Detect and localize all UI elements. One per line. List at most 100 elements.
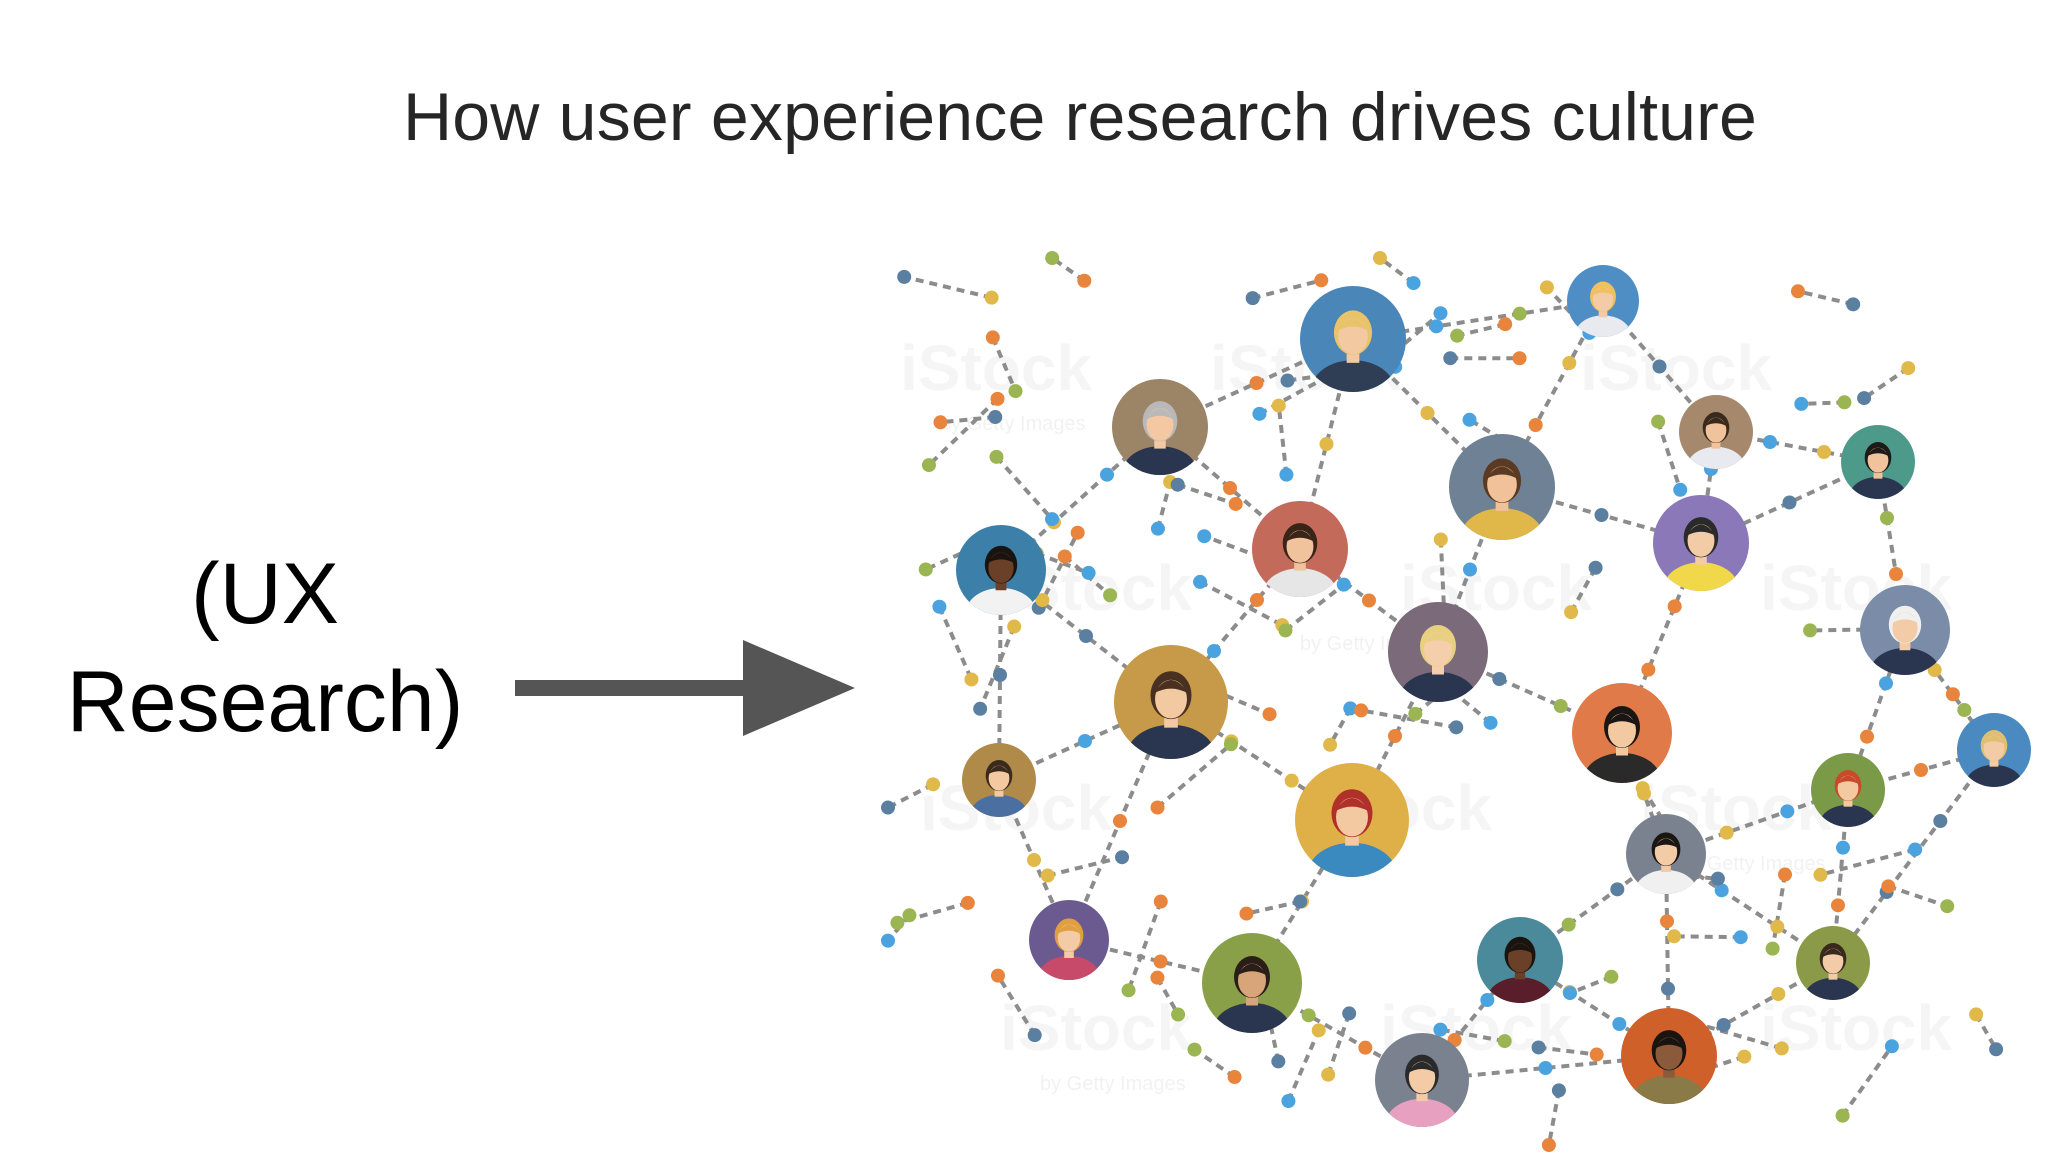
network-dot — [1170, 477, 1185, 492]
network-dot — [1480, 993, 1495, 1007]
network-dot — [1562, 356, 1577, 370]
avatar-shirt — [1399, 672, 1477, 702]
avatar-hair-top — [1153, 680, 1189, 694]
avatar-figure — [1804, 943, 1862, 1000]
network-dot — [1319, 437, 1334, 451]
ux-research-label-line2: Research) — [66, 654, 464, 750]
avatar-figure — [1399, 625, 1477, 702]
network-dot — [1079, 629, 1093, 643]
network-dot — [1027, 853, 1041, 867]
avatar-figure — [1631, 1030, 1707, 1104]
network-dot — [1045, 251, 1060, 265]
avatar-shirt — [1486, 977, 1554, 1003]
network-dot — [1604, 969, 1619, 984]
watermark-text: iStock — [1000, 992, 1192, 1064]
avatar-shirt — [1819, 804, 1877, 827]
network-dot — [1836, 840, 1850, 855]
network-dot — [1252, 406, 1267, 421]
network-edge — [1156, 481, 1173, 530]
network-dot — [1429, 319, 1444, 334]
network-dot — [960, 895, 975, 910]
network-edge — [978, 625, 1017, 710]
network-dot — [1227, 1070, 1242, 1085]
network-dot — [1817, 445, 1831, 459]
network-dot — [1969, 1007, 1984, 1022]
network-dot — [1737, 1049, 1752, 1064]
network-dot — [1857, 391, 1872, 406]
network-dot — [1408, 706, 1423, 721]
right-arrow-icon — [515, 640, 855, 736]
watermark-text: iStock — [1760, 992, 1952, 1064]
avatar-shirt — [1849, 476, 1907, 499]
avatar-figure — [1869, 605, 1941, 675]
network-edge — [1819, 847, 1916, 877]
network-dot — [1443, 351, 1458, 366]
network-dot — [1153, 894, 1168, 909]
network-edge — [1440, 681, 1492, 725]
network-dot — [990, 391, 1005, 406]
network-dot — [1171, 1007, 1186, 1022]
avatar-hair-top — [1686, 524, 1716, 536]
person-avatar-icon — [1252, 501, 1348, 597]
network-dot — [1271, 398, 1286, 413]
avatar-shirt — [1385, 1098, 1459, 1127]
network-dot — [1354, 703, 1369, 718]
avatar-hair-top — [1592, 287, 1614, 296]
network-edge — [1156, 742, 1233, 810]
network-edge — [1862, 366, 1910, 400]
network-dot — [1588, 560, 1603, 575]
network-dot — [1813, 867, 1828, 882]
network-dot — [1881, 879, 1896, 894]
network-dot — [985, 330, 1000, 345]
network-dot — [1314, 273, 1329, 288]
avatar-figure — [1663, 517, 1739, 591]
ux-research-label-line1: (UX — [190, 546, 340, 642]
avatar-shirt — [1965, 764, 2023, 787]
avatar-hair-top — [1507, 943, 1533, 954]
network-dot — [1908, 842, 1923, 857]
avatar-shirt — [1574, 315, 1632, 337]
avatar-shirt — [1213, 1003, 1291, 1033]
network-edge — [937, 605, 974, 681]
network-dot — [1512, 351, 1527, 366]
people-network-illustration: iStock iStock iStock iStock iStock iStoc… — [881, 251, 2031, 1152]
network-edge — [1951, 693, 1992, 748]
network-edge — [1545, 286, 1591, 335]
avatar-hair-top — [1821, 948, 1845, 958]
avatar-shirt — [970, 794, 1028, 817]
network-edge — [1193, 1047, 1236, 1079]
network-dot — [1531, 1040, 1546, 1055]
network-dot — [1301, 1008, 1316, 1023]
avatar-hair-top — [1607, 713, 1637, 726]
network-dot — [1121, 983, 1136, 998]
person-avatar-icon — [1300, 286, 1406, 392]
avatar-shirt — [1869, 648, 1941, 675]
network-dot — [1245, 291, 1260, 306]
person-avatar-icon — [1449, 434, 1555, 540]
network-edge — [1674, 934, 1741, 940]
network-dot — [1651, 414, 1666, 429]
person-avatar-icon — [1295, 763, 1409, 877]
avatar-neck — [1663, 1063, 1675, 1078]
network-dot — [1103, 588, 1118, 603]
network-dot — [1564, 605, 1579, 620]
network-dot — [1880, 511, 1894, 525]
network-dot — [1635, 781, 1650, 796]
network-dot — [902, 908, 917, 923]
network-dot — [1463, 562, 1477, 577]
avatar-hair-top — [987, 552, 1015, 564]
network-dot — [1719, 825, 1734, 840]
network-dot — [1207, 644, 1221, 658]
network-dot — [1008, 384, 1023, 399]
network-dot — [1794, 396, 1809, 411]
network-dot — [1372, 251, 1387, 265]
network-edge — [1887, 884, 1948, 909]
network-edge — [1047, 855, 1123, 878]
avatar-hair-top — [1057, 924, 1081, 934]
avatar-shirt — [1307, 842, 1397, 877]
person-avatar-icon — [1796, 926, 1870, 1000]
network-dot — [1293, 894, 1308, 909]
network-dot — [1901, 361, 1916, 376]
network-dot — [1538, 1061, 1553, 1075]
